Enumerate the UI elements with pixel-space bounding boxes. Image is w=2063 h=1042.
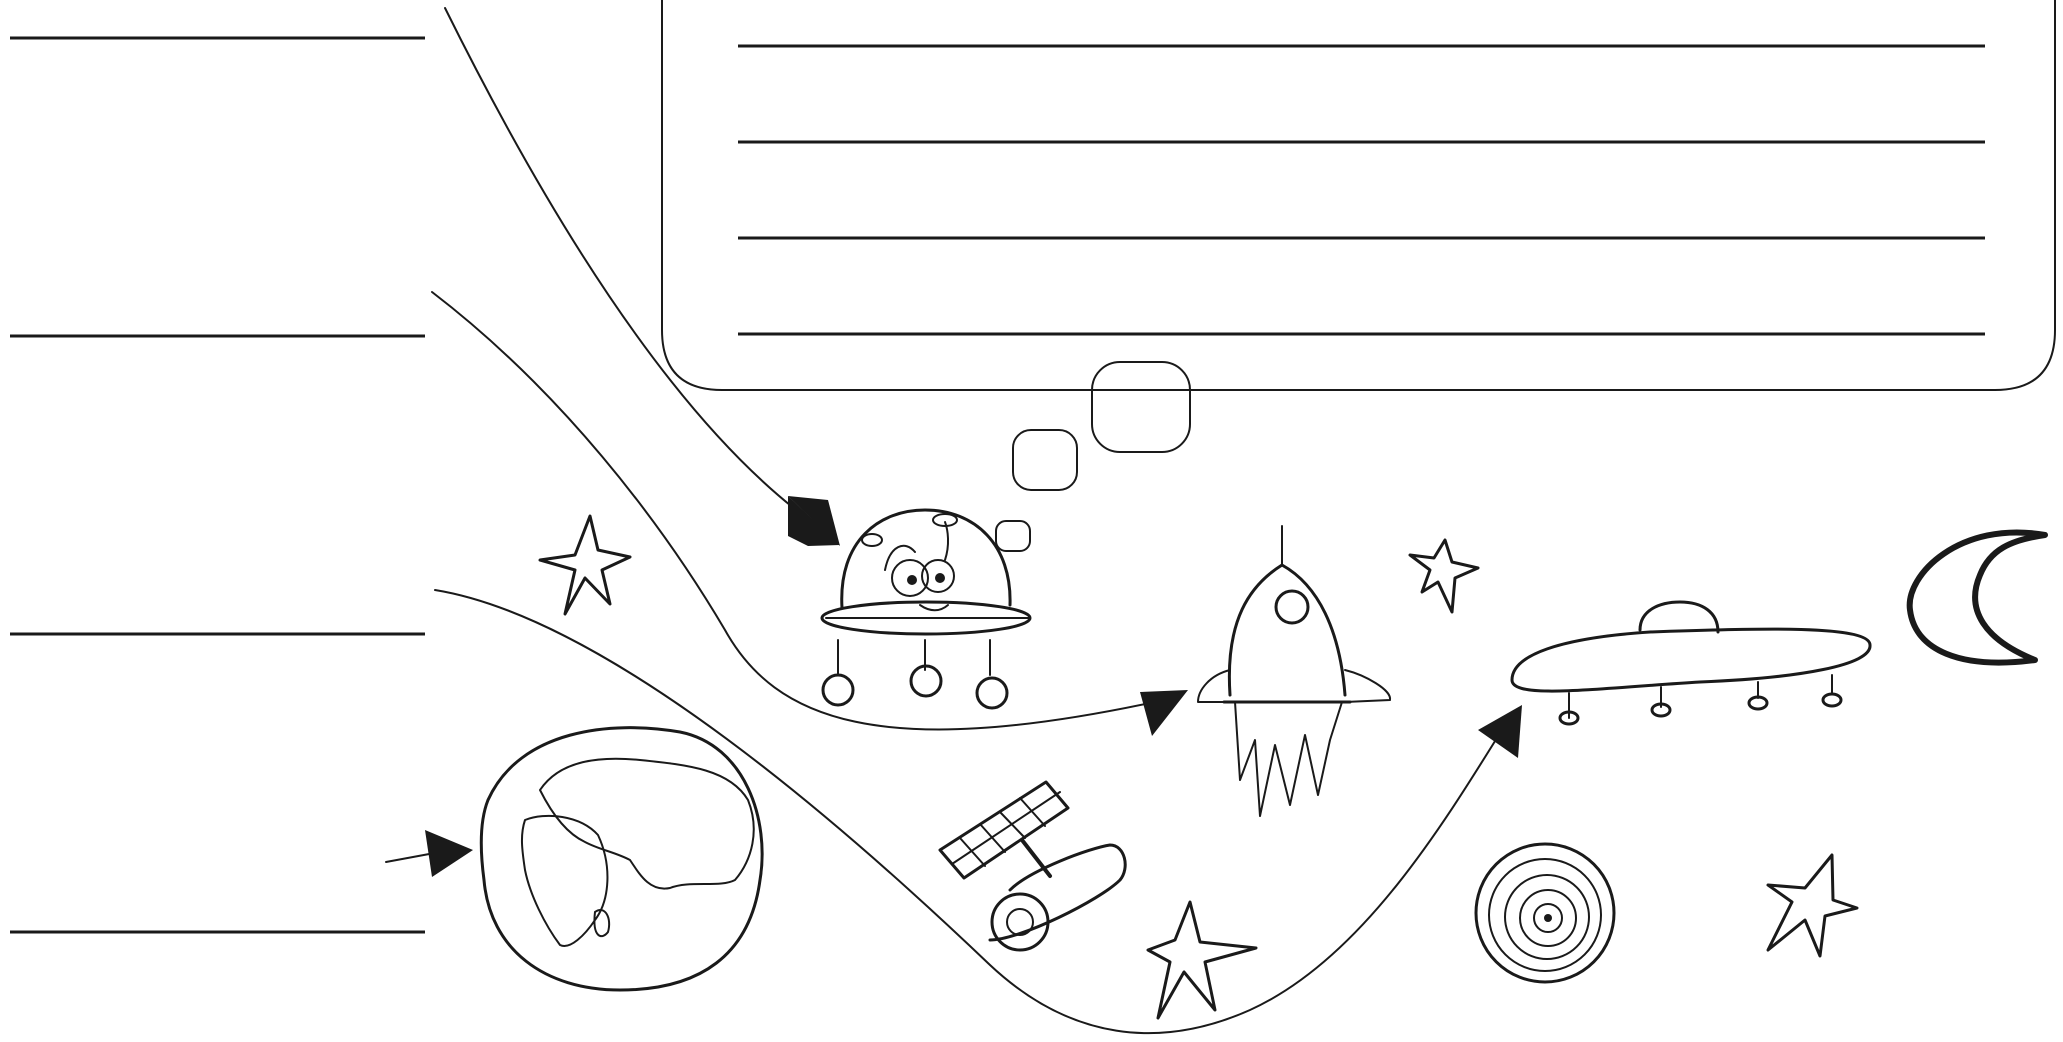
bubble-tail-medium — [1013, 430, 1077, 490]
satellite-icon — [940, 782, 1125, 950]
flying-saucer-icon — [1512, 602, 1870, 724]
arrow-heads — [425, 496, 1522, 877]
rocket-icon — [1198, 526, 1390, 816]
star-icon — [1768, 855, 1857, 956]
connector-line-1 — [445, 8, 800, 513]
thought-bubble — [662, 0, 2055, 551]
connector-line-3 — [435, 590, 1505, 1033]
connector-curves — [386, 8, 1505, 1033]
bubble-tail-small — [996, 521, 1030, 551]
star-icon — [540, 516, 630, 614]
arrow-head-icon — [425, 830, 473, 877]
spiral-planet-icon — [1476, 844, 1614, 982]
star-icon — [1148, 902, 1256, 1018]
alien-in-ufo-icon — [822, 510, 1030, 708]
earth-icon — [481, 728, 762, 990]
left-answer-lines — [10, 38, 425, 932]
moon-icon — [1910, 532, 2045, 662]
arrow-head-icon — [1478, 705, 1522, 758]
bubble-tail-large — [1092, 362, 1190, 452]
star-icon — [1410, 540, 1478, 612]
thought-bubble-outline — [662, 0, 2055, 390]
arrow-head-icon — [1140, 690, 1188, 736]
